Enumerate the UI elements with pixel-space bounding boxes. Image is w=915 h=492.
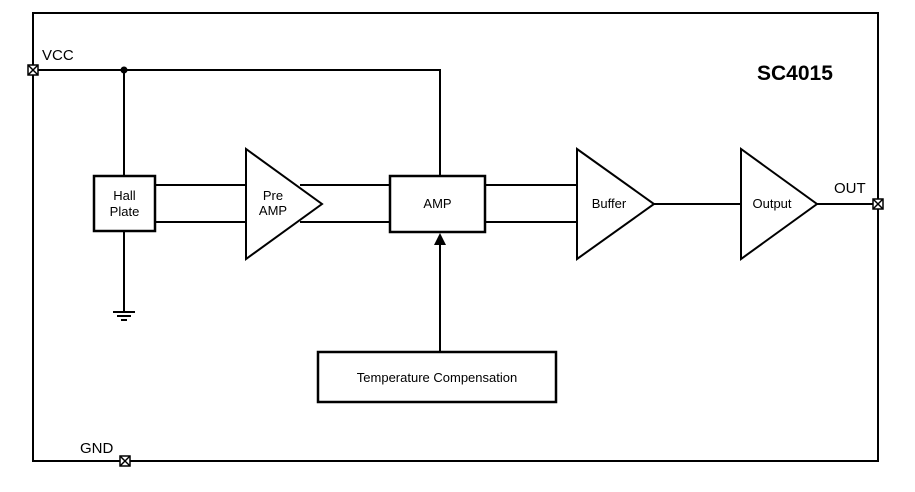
amp-block: [388, 174, 487, 234]
arrow-up-icon: [434, 233, 446, 245]
buffer-label: Buffer: [592, 196, 627, 211]
chip-outline: [32, 12, 879, 462]
output-label: Output: [752, 196, 791, 211]
preamp-label-line2: AMP: [259, 203, 287, 218]
output-triangle: [740, 147, 819, 261]
gnd-pin-label: GND: [80, 440, 114, 457]
out-pin-label: OUT: [834, 180, 866, 197]
chip-title: SC4015: [757, 62, 833, 85]
out-pin-icon: [872, 198, 884, 210]
vcc-pin-label: VCC: [42, 47, 74, 64]
buffer-triangle: [576, 147, 656, 261]
ground-icon: [113, 311, 135, 321]
vcc-rail: [33, 69, 441, 176]
vcc-pin-icon: [27, 64, 39, 76]
amp-label: AMP: [423, 196, 451, 211]
preamp-triangle: [245, 147, 324, 261]
temperature-compensation-block: [316, 350, 558, 404]
preamp-label-line1: Pre: [263, 188, 283, 203]
gnd-pin-icon: [119, 455, 131, 467]
temperature-compensation-label: Temperature Compensation: [357, 370, 517, 385]
hall-plate-label-line1: Hall: [113, 188, 136, 203]
hall-plate-label-line2: Plate: [110, 204, 140, 219]
hall-plate-block: [92, 174, 157, 233]
